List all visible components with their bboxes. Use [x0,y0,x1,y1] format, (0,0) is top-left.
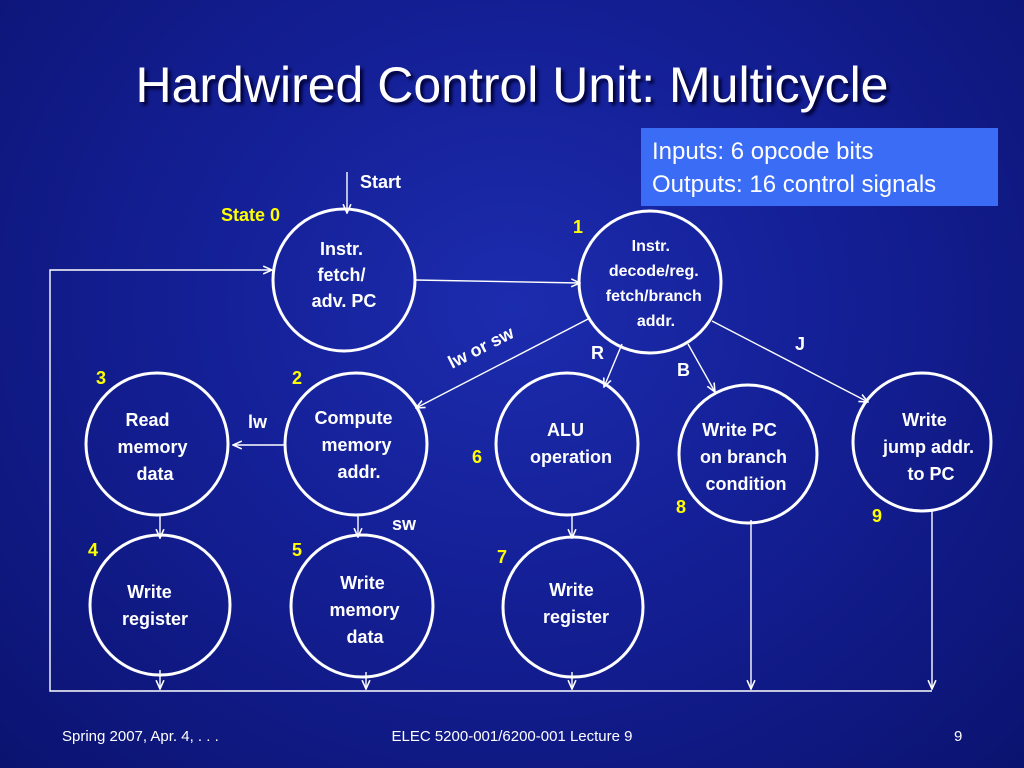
state-8-circle [677,383,819,525]
state-2-number: 2 [292,368,302,388]
state-8: Write PC on branch condition [677,383,819,525]
state-4-line-2: register [122,609,188,629]
edge-1-to-8 [687,343,715,392]
state-4: Write register [88,533,232,677]
state-8-line-1: Write PC [702,420,777,440]
state-0-circle [271,207,417,353]
state-9-circle [851,371,993,513]
edge-label-lw-or-sw: lw or sw [445,322,518,373]
state-0-line-2: fetch/ [317,265,365,285]
svg-text:Read memory data: Read memory data [117,410,192,484]
edge-label-lw: lw [248,412,268,432]
outputs-line: Outputs: 16 control signals [652,171,937,198]
io-info-box: Inputs: 6 opcode bits Outputs: 16 contro… [641,128,998,206]
state-2-line-2: memory [321,435,391,455]
state-0: Instr. fetch/ adv. PC [271,207,417,353]
state-2-circle [283,371,429,517]
state-6: ALU operation [494,371,640,517]
footer-page-number: 9 [954,728,963,745]
state-1-line-1: Instr. [632,238,670,255]
state-1-circle [577,209,723,355]
edge-label-b: B [677,360,690,380]
state-3: Read memory data [84,371,230,517]
state-9-line-3: to PC [908,464,955,484]
state-8-number: 8 [676,497,686,517]
footer-course: ELEC 5200-001/6200-001 Lecture 9 [391,728,633,745]
state-5-circle [289,533,435,679]
svg-text:Write register: Write register [122,582,188,629]
state-8-line-3: condition [706,474,787,494]
state-8-line-2: on branch [700,447,787,467]
state-1-number: 1 [573,217,583,237]
state-3-circle [84,371,230,517]
state-9-number: 9 [872,506,882,526]
state-7-number: 7 [497,547,507,567]
slide-title: Hardwired Control Unit: Multicycle [135,57,889,113]
state-2-line-3: addr. [337,462,380,482]
state-9: Write jump addr. to PC [851,371,993,513]
transition-lines [49,172,932,692]
state-9-line-1: Write [902,410,947,430]
edge-1-to-2 [416,317,591,408]
svg-text:ALU operation: ALU operation [530,420,612,467]
state-6-circle [494,371,640,517]
inputs-line: Inputs: 6 opcode bits [652,138,874,165]
state-0-line-1: Instr. [320,239,363,259]
svg-text:Write memory data: Write memory data [329,573,404,647]
svg-text:Instr. decode/reg.: Instr. decode/reg. fetch/branch addr. [606,238,706,330]
edge-1-to-6 [604,343,623,387]
state-5: Write memory data [289,533,435,679]
state-6-line-2: operation [530,447,612,467]
state-3-line-3: data [136,464,174,484]
edge-1-to-9 [711,320,868,402]
svg-text:Write register: Write register [543,580,609,627]
state-2: Compute memory addr. [283,371,429,517]
return-bus [49,270,932,692]
state-3-line-1: Read [125,410,169,430]
state-6-line-1: ALU [547,420,584,440]
state-6-number: 6 [472,447,482,467]
state-5-line-3: data [346,627,384,647]
state-1-line-4: addr. [637,313,675,330]
svg-text:Instr. fetch/ adv.: Instr. fetch/ adv. PC [312,239,377,311]
svg-text:Compute memory add: Compute memory addr. [314,408,397,482]
state-3-line-2: memory [117,437,187,457]
state-0-line-3: adv. PC [312,291,377,311]
state-7-line-2: register [543,607,609,627]
state-4-line-1: Write [127,582,172,602]
state-1: Instr. decode/reg. fetch/branch addr. [577,209,723,355]
svg-text:Write jump addr. t: Write jump addr. to PC [882,410,979,484]
state-9-line-2: jump addr. [882,437,974,457]
state-7: Write register [501,535,645,679]
state-7-line-1: Write [549,580,594,600]
footer-date: Spring 2007, Apr. 4, . . . [62,728,219,745]
edge-label-sw: sw [392,514,417,534]
state-1-line-3: fetch/branch [606,288,702,305]
state-4-number: 4 [88,540,98,560]
edge-0-to-1 [414,280,580,283]
svg-text:Write PC on branch: Write PC on branch condition [700,420,792,494]
state-5-line-2: memory [329,600,399,620]
state-7-circle [501,535,645,679]
edge-label-r: R [591,343,604,363]
state-5-line-1: Write [340,573,385,593]
start-label: Start [360,172,401,192]
state-2-line-1: Compute [314,408,392,428]
state-0-number: State 0 [221,205,280,225]
state-4-circle [88,533,232,677]
state-1-line-2: decode/reg. [609,263,699,280]
state-3-number: 3 [96,368,106,388]
edge-label-j: J [795,334,805,354]
state-5-number: 5 [292,540,302,560]
